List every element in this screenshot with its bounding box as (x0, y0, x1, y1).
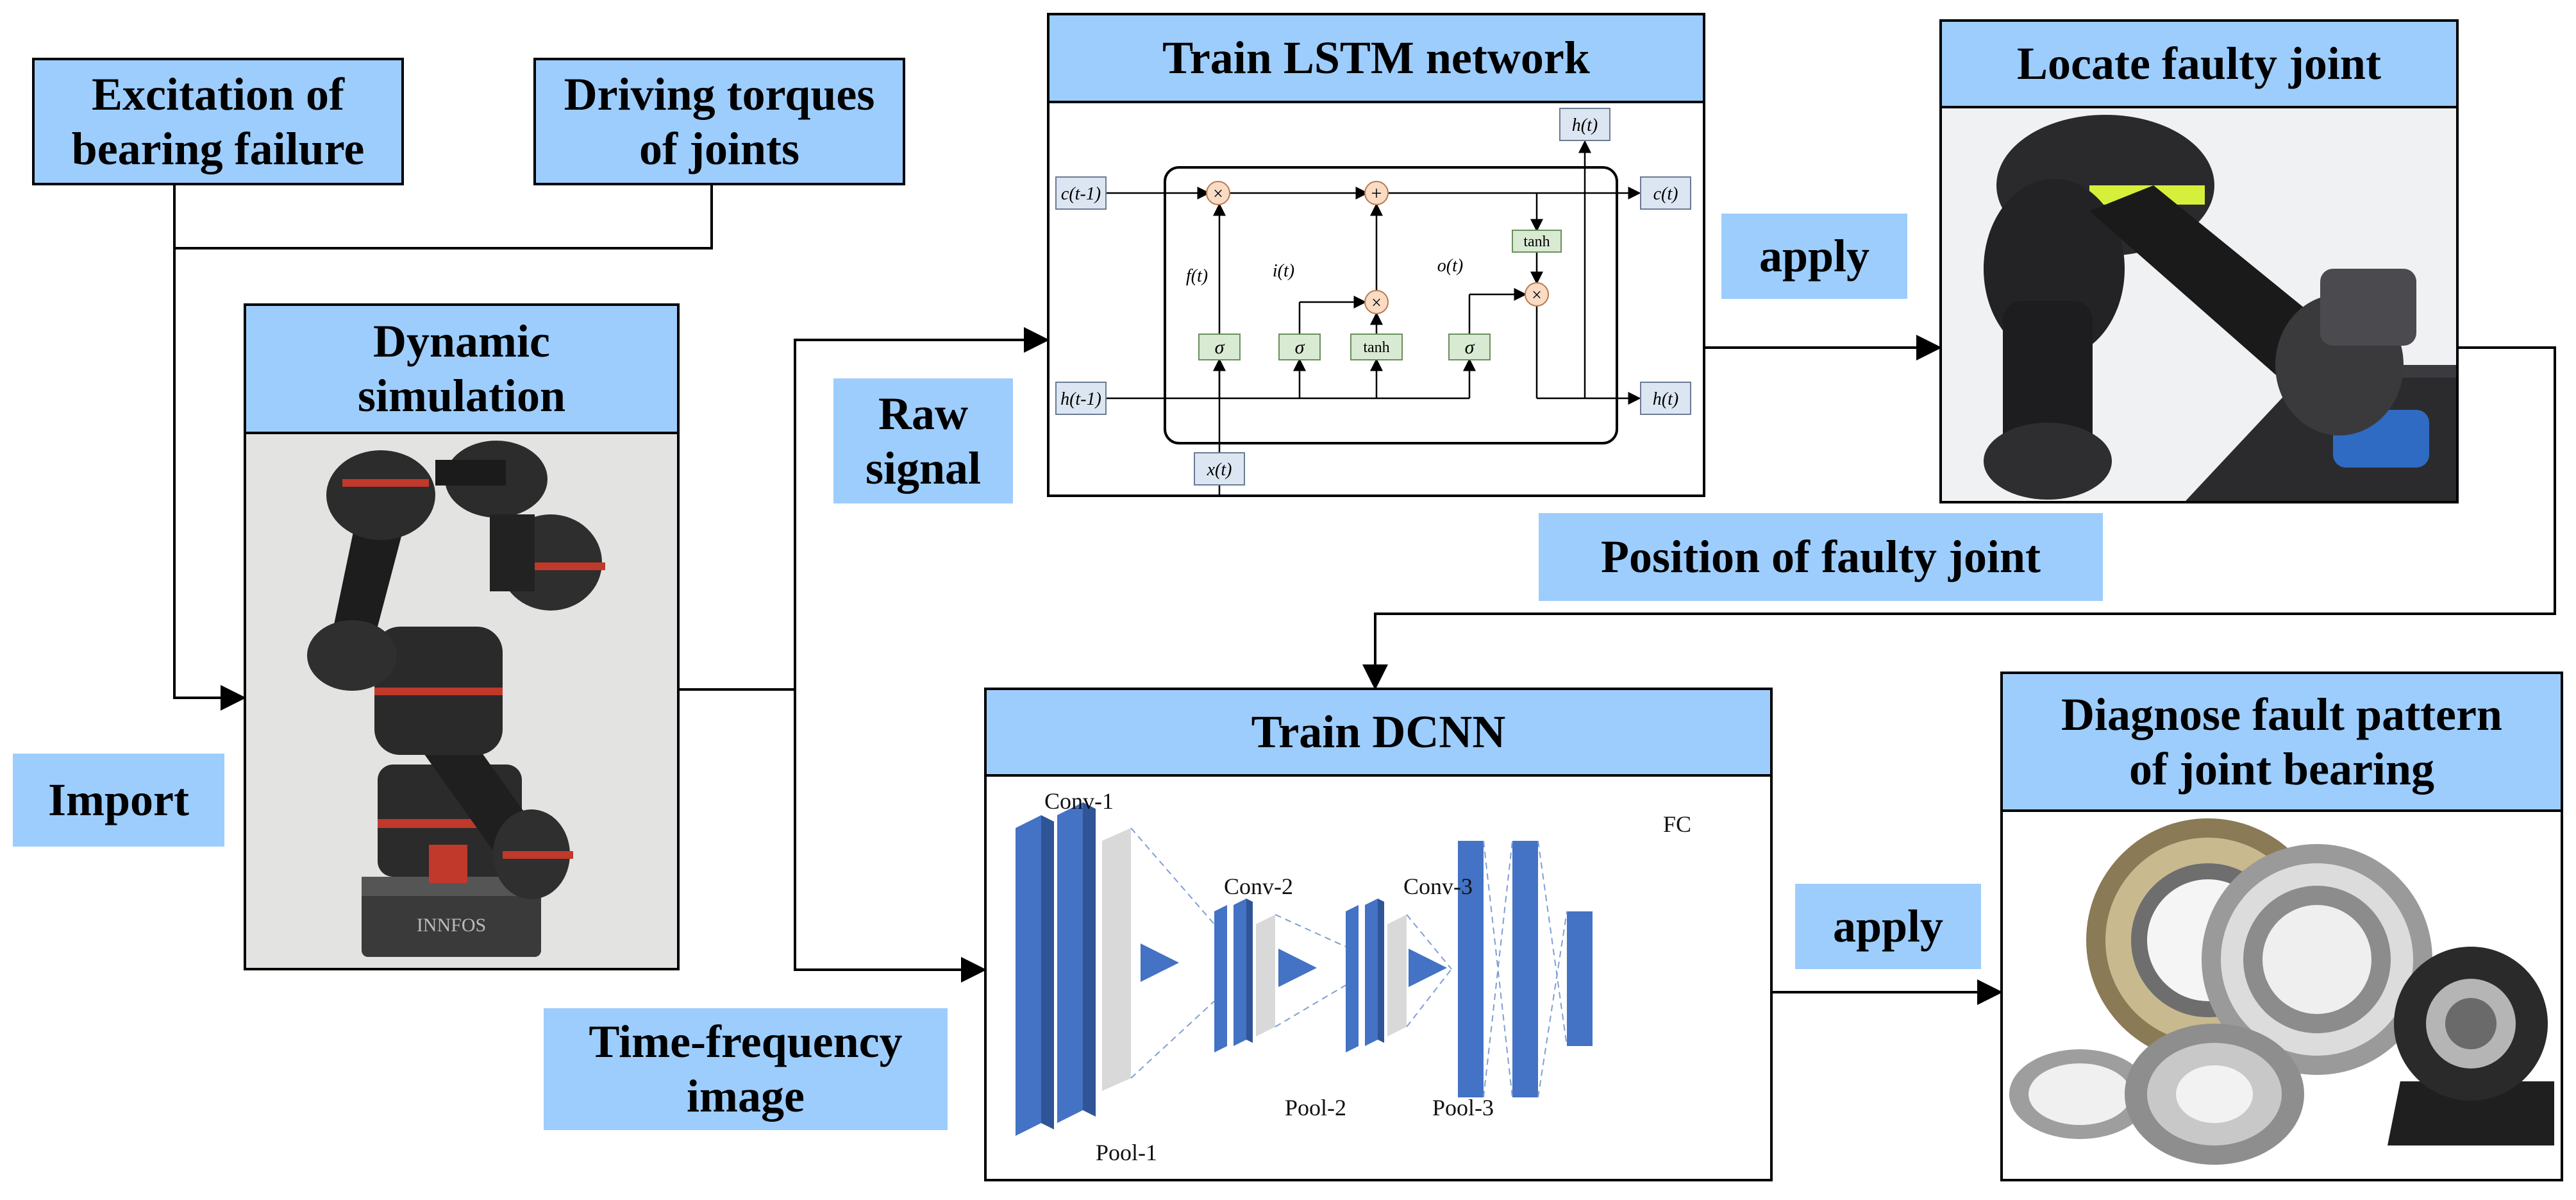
sigma-o: σ (1465, 337, 1475, 358)
driving-torques-label: Driving torques of joints (533, 58, 905, 185)
sigma-i: σ (1295, 337, 1305, 358)
tanh-gate: tanh (1363, 339, 1389, 356)
locate-panel: Locate faulty joint (1939, 19, 2459, 503)
apply-top-label: apply (1721, 214, 1907, 299)
h-next-label: h(t) (1653, 389, 1678, 409)
dynamic-simulation-panel: Dynamic simulation INNFOS (244, 303, 680, 970)
time-frequency-label: Time-frequency image (544, 1008, 948, 1130)
h-top-label: h(t) (1572, 115, 1598, 135)
svg-text:INNFOS: INNFOS (417, 915, 486, 936)
tanh-out: tanh (1523, 233, 1550, 250)
line-torques-join (174, 185, 713, 249)
h-prev-label: h(t-1) (1060, 389, 1101, 409)
apply-bottom-label: apply (1795, 884, 1981, 969)
op-times-o: × (1532, 285, 1542, 305)
c-next-label: c(t) (1653, 184, 1678, 204)
o-gate-label: o(t) (1437, 256, 1463, 276)
op-times-i: × (1371, 293, 1382, 313)
line-to-dcnn (794, 689, 987, 983)
dcnn-title: Train DCNN (987, 690, 1770, 777)
import-label: Import (13, 754, 224, 847)
sigma-f: σ (1215, 337, 1225, 358)
pool1-label: Pool-1 (1096, 1140, 1158, 1165)
op-times-f: × (1213, 184, 1223, 204)
conv1-label: Conv-1 (1044, 788, 1114, 814)
position-faulty-joint-label: Position of faulty joint (1539, 513, 2103, 601)
op-plus: + (1371, 183, 1382, 204)
dcnn-panel: Train DCNN (984, 688, 1773, 1181)
f-gate-label: f(t) (1186, 266, 1208, 286)
c-prev-label: c(t-1) (1061, 184, 1101, 204)
pool3-label: Pool-3 (1432, 1095, 1494, 1120)
conv3-label: Conv-3 (1403, 874, 1473, 899)
diagnose-title: Diagnose fault pattern of joint bearing (2003, 674, 2561, 812)
line-to-lstm (794, 327, 1050, 689)
diagnose-panel: Diagnose fault pattern of joint bearing (2000, 672, 2563, 1181)
excitation-label: Excitation of bearing failure (32, 58, 404, 185)
dcnn-diagram (1016, 802, 1593, 1136)
fc-label: FC (1663, 811, 1692, 837)
raw-signal-label: Raw signal (833, 378, 1013, 503)
locate-title: Locate faulty joint (1942, 22, 2456, 108)
robot-joint-photo (1942, 108, 2456, 501)
lstm-cell-diagram: c(t-1) h(t-1) c(t) h(t) h(t) x(t) σ σ ta… (1055, 108, 1691, 494)
line-excitation-to-sim (173, 185, 246, 711)
i-gate-label: i(t) (1273, 261, 1294, 281)
x-in-label: x(t) (1207, 460, 1232, 480)
lstm-panel: Train LSTM network (1047, 13, 1705, 497)
robot-arm-photo: INNFOS (246, 434, 677, 968)
dynamic-simulation-title: Dynamic simulation (246, 306, 677, 434)
pool2-label: Pool-2 (1285, 1095, 1347, 1120)
lstm-title: Train LSTM network (1050, 15, 1703, 103)
bearings-photo (2003, 812, 2561, 1179)
conv2-label: Conv-2 (1224, 874, 1293, 899)
